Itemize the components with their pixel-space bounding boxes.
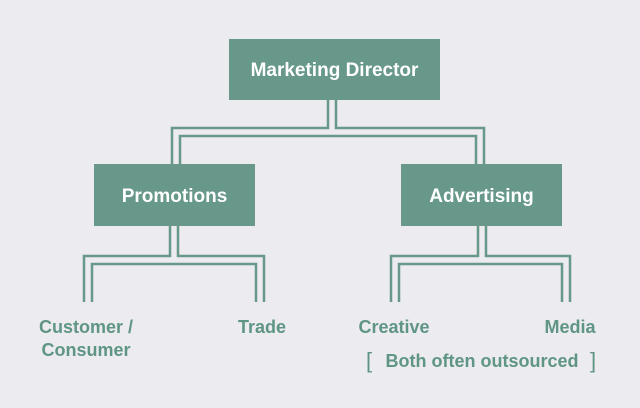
leaf-creative: Creative <box>358 317 429 337</box>
connector-advertising-outer <box>389 226 572 302</box>
connector-promotions-inner <box>90 262 258 302</box>
director-box <box>229 39 440 100</box>
leaf-trade: Trade <box>238 317 286 337</box>
advertising-box <box>401 164 562 226</box>
leaf-customer-line2: Consumer <box>41 340 130 360</box>
note-open-bracket: [ <box>366 348 372 373</box>
advertising-label: Advertising <box>429 186 534 207</box>
connector-promotions-outer <box>82 226 266 302</box>
connector-director-inner <box>178 134 478 164</box>
note-text: Both often outsourced <box>386 351 579 371</box>
connectors <box>82 100 572 302</box>
director-label: Marketing Director <box>251 60 419 81</box>
connector-director-outer <box>170 100 486 164</box>
note-close-bracket: ] <box>590 348 596 373</box>
leaf-media: Media <box>544 317 596 337</box>
promotions-label: Promotions <box>122 186 228 207</box>
promotions-box <box>94 164 255 226</box>
connector-advertising-inner <box>397 262 564 302</box>
leaf-customer-line1: Customer / <box>39 317 133 337</box>
